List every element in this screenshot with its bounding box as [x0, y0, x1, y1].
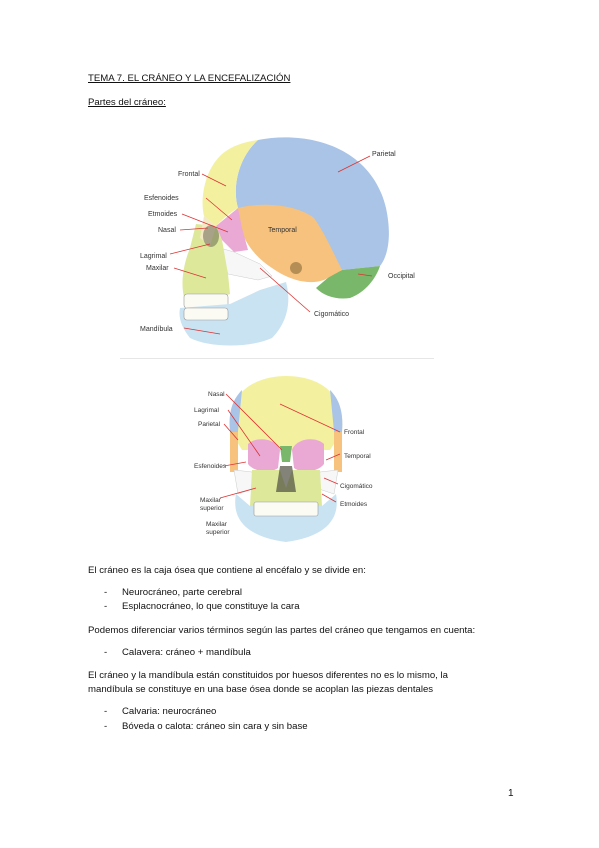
occipital-bone [316, 266, 380, 299]
list1-bullet-1: - [104, 587, 108, 598]
parietal-bone [235, 137, 389, 270]
frontal-label-frontal: Frontal [344, 429, 365, 436]
frontal-label-maxilar-inf-1: Maxilar [206, 521, 228, 528]
lower-teeth [183, 307, 229, 321]
figure-divider [120, 358, 434, 359]
frontal-label-esfenoides: Esfenoides [194, 463, 227, 470]
paragraph-1: El cráneo es la caja ósea que contiene a… [88, 565, 366, 576]
frontal-label-maxilar-1: Maxilar [200, 497, 222, 504]
nasal-region [280, 446, 292, 462]
frontal-skull-figure: Nasal Lagrimal Parietal Esfenoides Maxil… [194, 376, 373, 542]
lateral-label-frontal: Frontal [178, 171, 200, 178]
frontal-label-parietal: Parietal [198, 421, 221, 428]
list3-bullet-2: - [104, 721, 108, 732]
section-subheading: Partes del cráneo: [88, 97, 166, 108]
frontal-view-temporal-left [230, 432, 238, 472]
ear-canal [290, 262, 302, 274]
list2-item-1: Calavera: cráneo + mandíbula [122, 647, 251, 658]
frontal-label-nasal: Nasal [208, 391, 225, 398]
maxilla-bone [182, 224, 230, 304]
page-title: TEMA 7. EL CRÁNEO Y LA ENCEFALIZACIÓN [88, 73, 291, 84]
paragraph-2: Podemos diferenciar varios términos segú… [88, 625, 476, 636]
frontal-label-maxilar-2: superior [200, 505, 224, 512]
frontal-label-lagrimal: Lagrimal [194, 407, 219, 414]
left-orbit [248, 439, 280, 472]
lateral-label-cigomatico: Cigomático [314, 311, 349, 318]
right-orbit [292, 439, 324, 472]
sphenoid-bone [216, 208, 248, 252]
leader-lines [169, 155, 373, 335]
lateral-label-occipital: Occipital [388, 273, 415, 280]
frontal-view-teeth [253, 501, 319, 517]
lateral-label-nasal: Nasal [158, 227, 176, 234]
lateral-label-lagrimal: Lagrimal [140, 253, 167, 260]
lateral-skull-figure: Frontal Esfenoides Etmoides Nasal Lagrim… [140, 137, 415, 346]
list1-item-1: Neurocráneo, parte cerebral [122, 587, 242, 598]
list2-bullet-1: - [104, 647, 108, 658]
list3-item-2: Bóveda o calota: cráneo sin cara y sin b… [122, 721, 308, 732]
frontal-bone [202, 140, 258, 226]
frontal-view-frontal-bone [229, 376, 343, 450]
list3-bullet-1: - [104, 706, 108, 717]
lateral-label-etmoides: Etmoides [148, 211, 178, 218]
temporal-bone [238, 204, 342, 283]
list3-item-1: Calvaria: neurocráneo [122, 706, 217, 717]
lateral-label-mandibula: Mandíbula [140, 326, 173, 333]
nasal-cavity [276, 466, 296, 492]
list1-item-2: Esplacnocráneo, lo que constituye la car… [122, 601, 300, 612]
lateral-label-maxilar: Maxilar [146, 265, 169, 272]
page-number: 1 [508, 788, 514, 799]
paragraph-3-line-2: mandíbula se constituye en una base ósea… [88, 684, 434, 695]
lateral-label-esfenoides: Esfenoides [144, 195, 179, 202]
frontal-leader-lines [219, 393, 341, 503]
paragraph-3-line-1: El cráneo y la mandíbula están constitui… [88, 670, 448, 681]
list1-bullet-2: - [104, 601, 108, 612]
lateral-label-parietal: Parietal [372, 151, 396, 158]
orbit [203, 225, 219, 247]
frontal-label-maxilar-inf-2: superior [206, 529, 230, 536]
frontal-view-temporal-right [334, 432, 342, 472]
frontal-label-etmoides: Etmoides [340, 501, 368, 508]
lateral-label-temporal: Temporal [268, 227, 297, 234]
frontal-label-temporal: Temporal [344, 453, 371, 460]
frontal-label-cigomatico: Cigomático [340, 483, 373, 490]
mandible-bone [179, 282, 289, 346]
